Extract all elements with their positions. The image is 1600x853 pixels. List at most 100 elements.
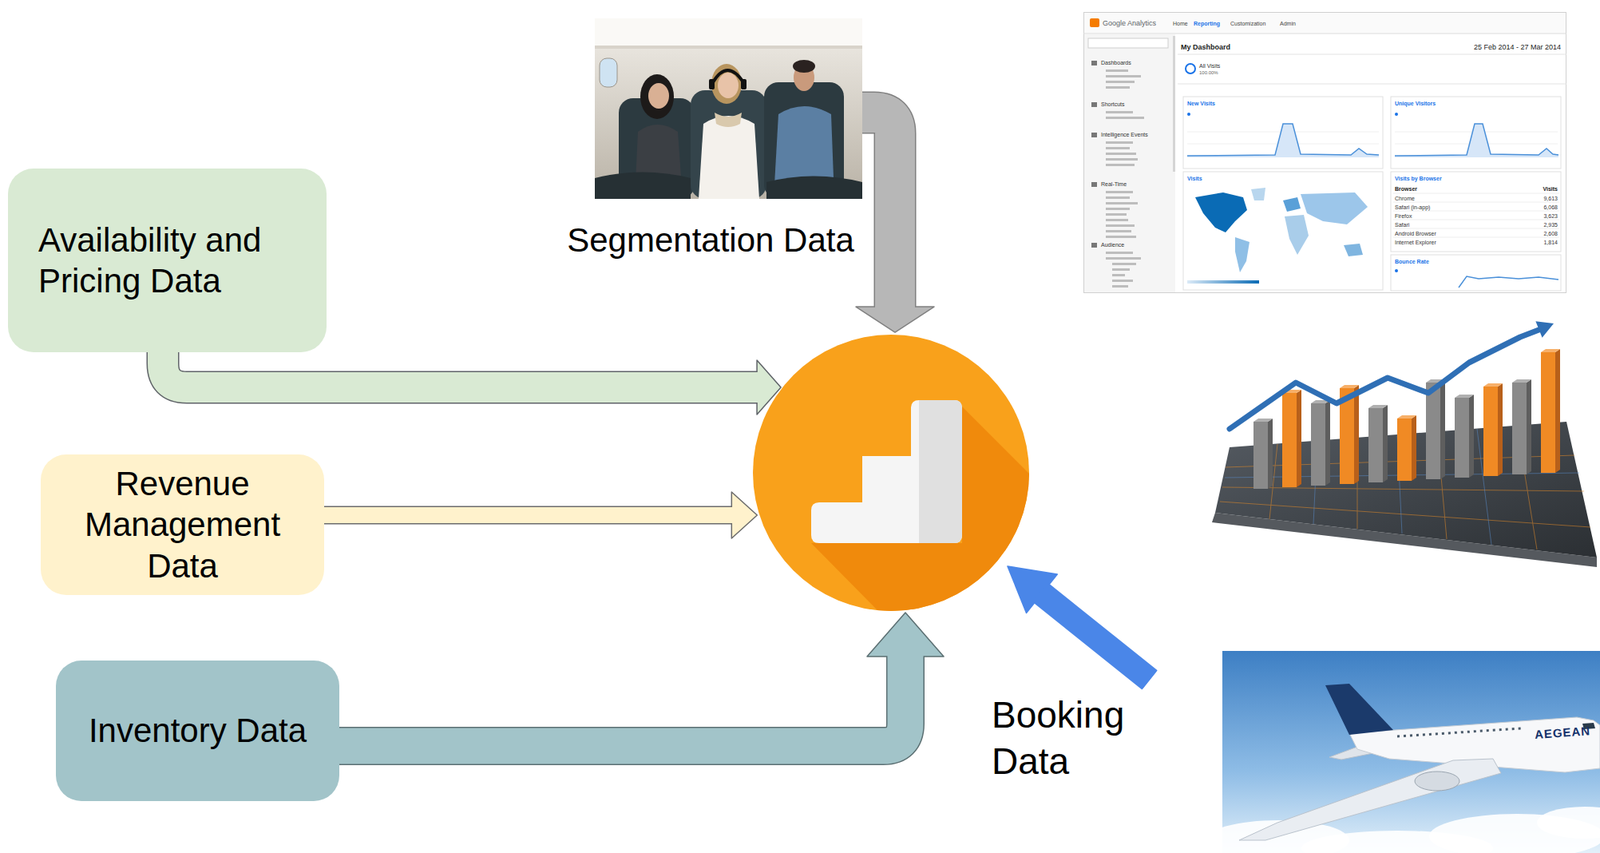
screenshot-text: Visits (1542, 186, 1558, 192)
arrow-body (162, 347, 760, 388)
airplane-photo-part (1414, 771, 1460, 791)
dashboard-screenshot-part (1458, 276, 1559, 288)
bar-chart-tablet-part-part (1483, 386, 1498, 476)
arrow-outline (862, 112, 896, 309)
dashboard-screenshot-texts: Google AnalyticsHomeReportingCustomizati… (1083, 11, 1567, 294)
dashboard-screenshot-part-part (1112, 273, 1125, 277)
screenshot-text: Customization (1230, 20, 1266, 27)
screenshot-text: 1,814 (1543, 239, 1558, 246)
screenshot-text: Visits by Browser (1394, 175, 1442, 182)
passenger-photo-part (708, 79, 715, 90)
dashboard-screenshot-part (1394, 269, 1399, 273)
dashboard-screenshot-part-part (1105, 141, 1133, 144)
screenshot-text: 6,068 (1543, 204, 1558, 210)
passenger-photo-part (712, 70, 744, 83)
dashboard-screenshot-part (1091, 60, 1098, 248)
dashboard-screenshot-part (1394, 112, 1399, 116)
arrow-head (855, 306, 935, 333)
passenger-photo (594, 18, 863, 199)
bar-chart-tablet-part-part (1382, 404, 1388, 483)
screenshot-text: My Dashboard (1180, 43, 1231, 52)
block-arrow (1007, 566, 1150, 681)
dashboard-screenshot-part-part (1105, 213, 1127, 216)
dashboard-screenshot-part-part (1105, 80, 1135, 84)
dashboard-screenshot-part-part (1105, 235, 1137, 238)
passenger-photo-part (648, 83, 670, 109)
bar-chart-tablet-part-part (1296, 389, 1302, 488)
screenshot-text: Dashboards (1100, 59, 1132, 66)
airplane-photo-part (1325, 683, 1394, 735)
bar-chart-tablet-part-part (1253, 421, 1268, 489)
passenger-photo-part (594, 172, 691, 200)
dashboard-screenshot-part (1084, 34, 1176, 293)
bar-chart-tablet-part-part (1540, 348, 1561, 353)
screenshot-text: Unique Visitors (1394, 100, 1436, 107)
node-label: Booking Data (991, 692, 1150, 784)
node-label: Revenue Management Data (51, 463, 313, 587)
node-label: Segmentation Data (558, 220, 863, 261)
screenshot-text: Real-Time (1100, 181, 1127, 187)
screenshot-text: Chrome (1394, 195, 1415, 202)
arrow-body (319, 506, 734, 523)
dashboard-screenshot-part-part (1105, 69, 1129, 72)
passenger-photo-part (698, 115, 760, 199)
screenshot-text: Safari (1394, 221, 1410, 228)
bar-chart-tablet-part-part (1219, 501, 1591, 527)
dashboard-screenshot-part (1177, 54, 1567, 56)
dashboard-screenshot-part-part (1105, 196, 1130, 199)
dashboard-screenshot-part (1390, 254, 1561, 291)
bar-chart-tablet-part-part (1267, 418, 1273, 489)
segment-photo-node: Segmentation Data (558, 15, 863, 264)
passenger-photo-part (594, 18, 863, 46)
bar-chart-tablet-part-part (1540, 352, 1556, 473)
dashboard-screenshot-part-part (1105, 251, 1133, 254)
dashboard-screenshot (1083, 12, 1567, 294)
bar-chart-tablet-part (1253, 348, 1561, 489)
screenshot-text: Safari (in-app) (1394, 204, 1430, 210)
dashboard-screenshot-part-part (1105, 201, 1138, 205)
dashboard-screenshot-part-part (1105, 110, 1133, 114)
dashboard-screenshot-part-part (1105, 75, 1141, 78)
dashboard-screenshot-part (1390, 96, 1561, 169)
dashboard-screenshot-part-part (1105, 158, 1138, 161)
dashboard-screenshot-part (1394, 123, 1559, 158)
data-source-box: Revenue Management Data (40, 454, 325, 595)
dashboard-screenshot-part-part (1393, 228, 1560, 230)
arrow-outline (1040, 591, 1150, 680)
dashboard-screenshot-part (1083, 33, 1567, 35)
dashboard-screenshot-part-part (1112, 285, 1129, 288)
passenger-photo-part (594, 18, 863, 199)
arrow-head (867, 612, 944, 657)
dashboard-screenshot-part-part (1091, 242, 1098, 248)
screenshot-text: 9,613 (1543, 195, 1558, 202)
dashboard-screenshot-part-part (1393, 210, 1560, 212)
block-arrow (319, 491, 757, 539)
dashboard-screenshot-part-part (1105, 152, 1137, 155)
dashboard-screenshot-part (1185, 63, 1196, 74)
screenshot-text: Intelligence Events (1100, 131, 1149, 138)
bar-chart-tablet-part-part (1253, 418, 1273, 422)
screenshot-text: Google Analytics (1102, 19, 1157, 28)
arrow-head (731, 491, 757, 539)
dashboard-screenshot-part-part (1105, 86, 1130, 89)
dashboard-screenshot-part (1284, 214, 1309, 255)
screenshot-text: Home (1172, 20, 1189, 27)
node-label: Inventory Data (67, 709, 329, 751)
dashboard-screenshot-part-part (1105, 229, 1132, 233)
screenshot-text: Browser (1394, 186, 1418, 192)
dashboard-screenshot-part (1089, 18, 1100, 28)
dashboard-screenshot-part (1343, 243, 1363, 257)
dashboard-screenshot-part (1187, 112, 1191, 116)
arrow-outline (162, 347, 760, 388)
screenshot-text: New Visits (1187, 100, 1216, 107)
block-arrow (334, 612, 944, 746)
dashboard-screenshot-part-part (1091, 182, 1098, 187)
logo-tall-bar (918, 400, 963, 543)
dashboard-screenshot-part (1390, 171, 1561, 252)
passenger-photo-part (740, 79, 747, 90)
dashboard-screenshot-part-part (1105, 207, 1130, 210)
bar-chart-tablet-part-part (1397, 415, 1417, 419)
dashboard-screenshot-part (1251, 187, 1266, 201)
booking-source-node: Booking Data (990, 679, 1150, 789)
node-label: Availability and Pricing Data (38, 219, 311, 301)
